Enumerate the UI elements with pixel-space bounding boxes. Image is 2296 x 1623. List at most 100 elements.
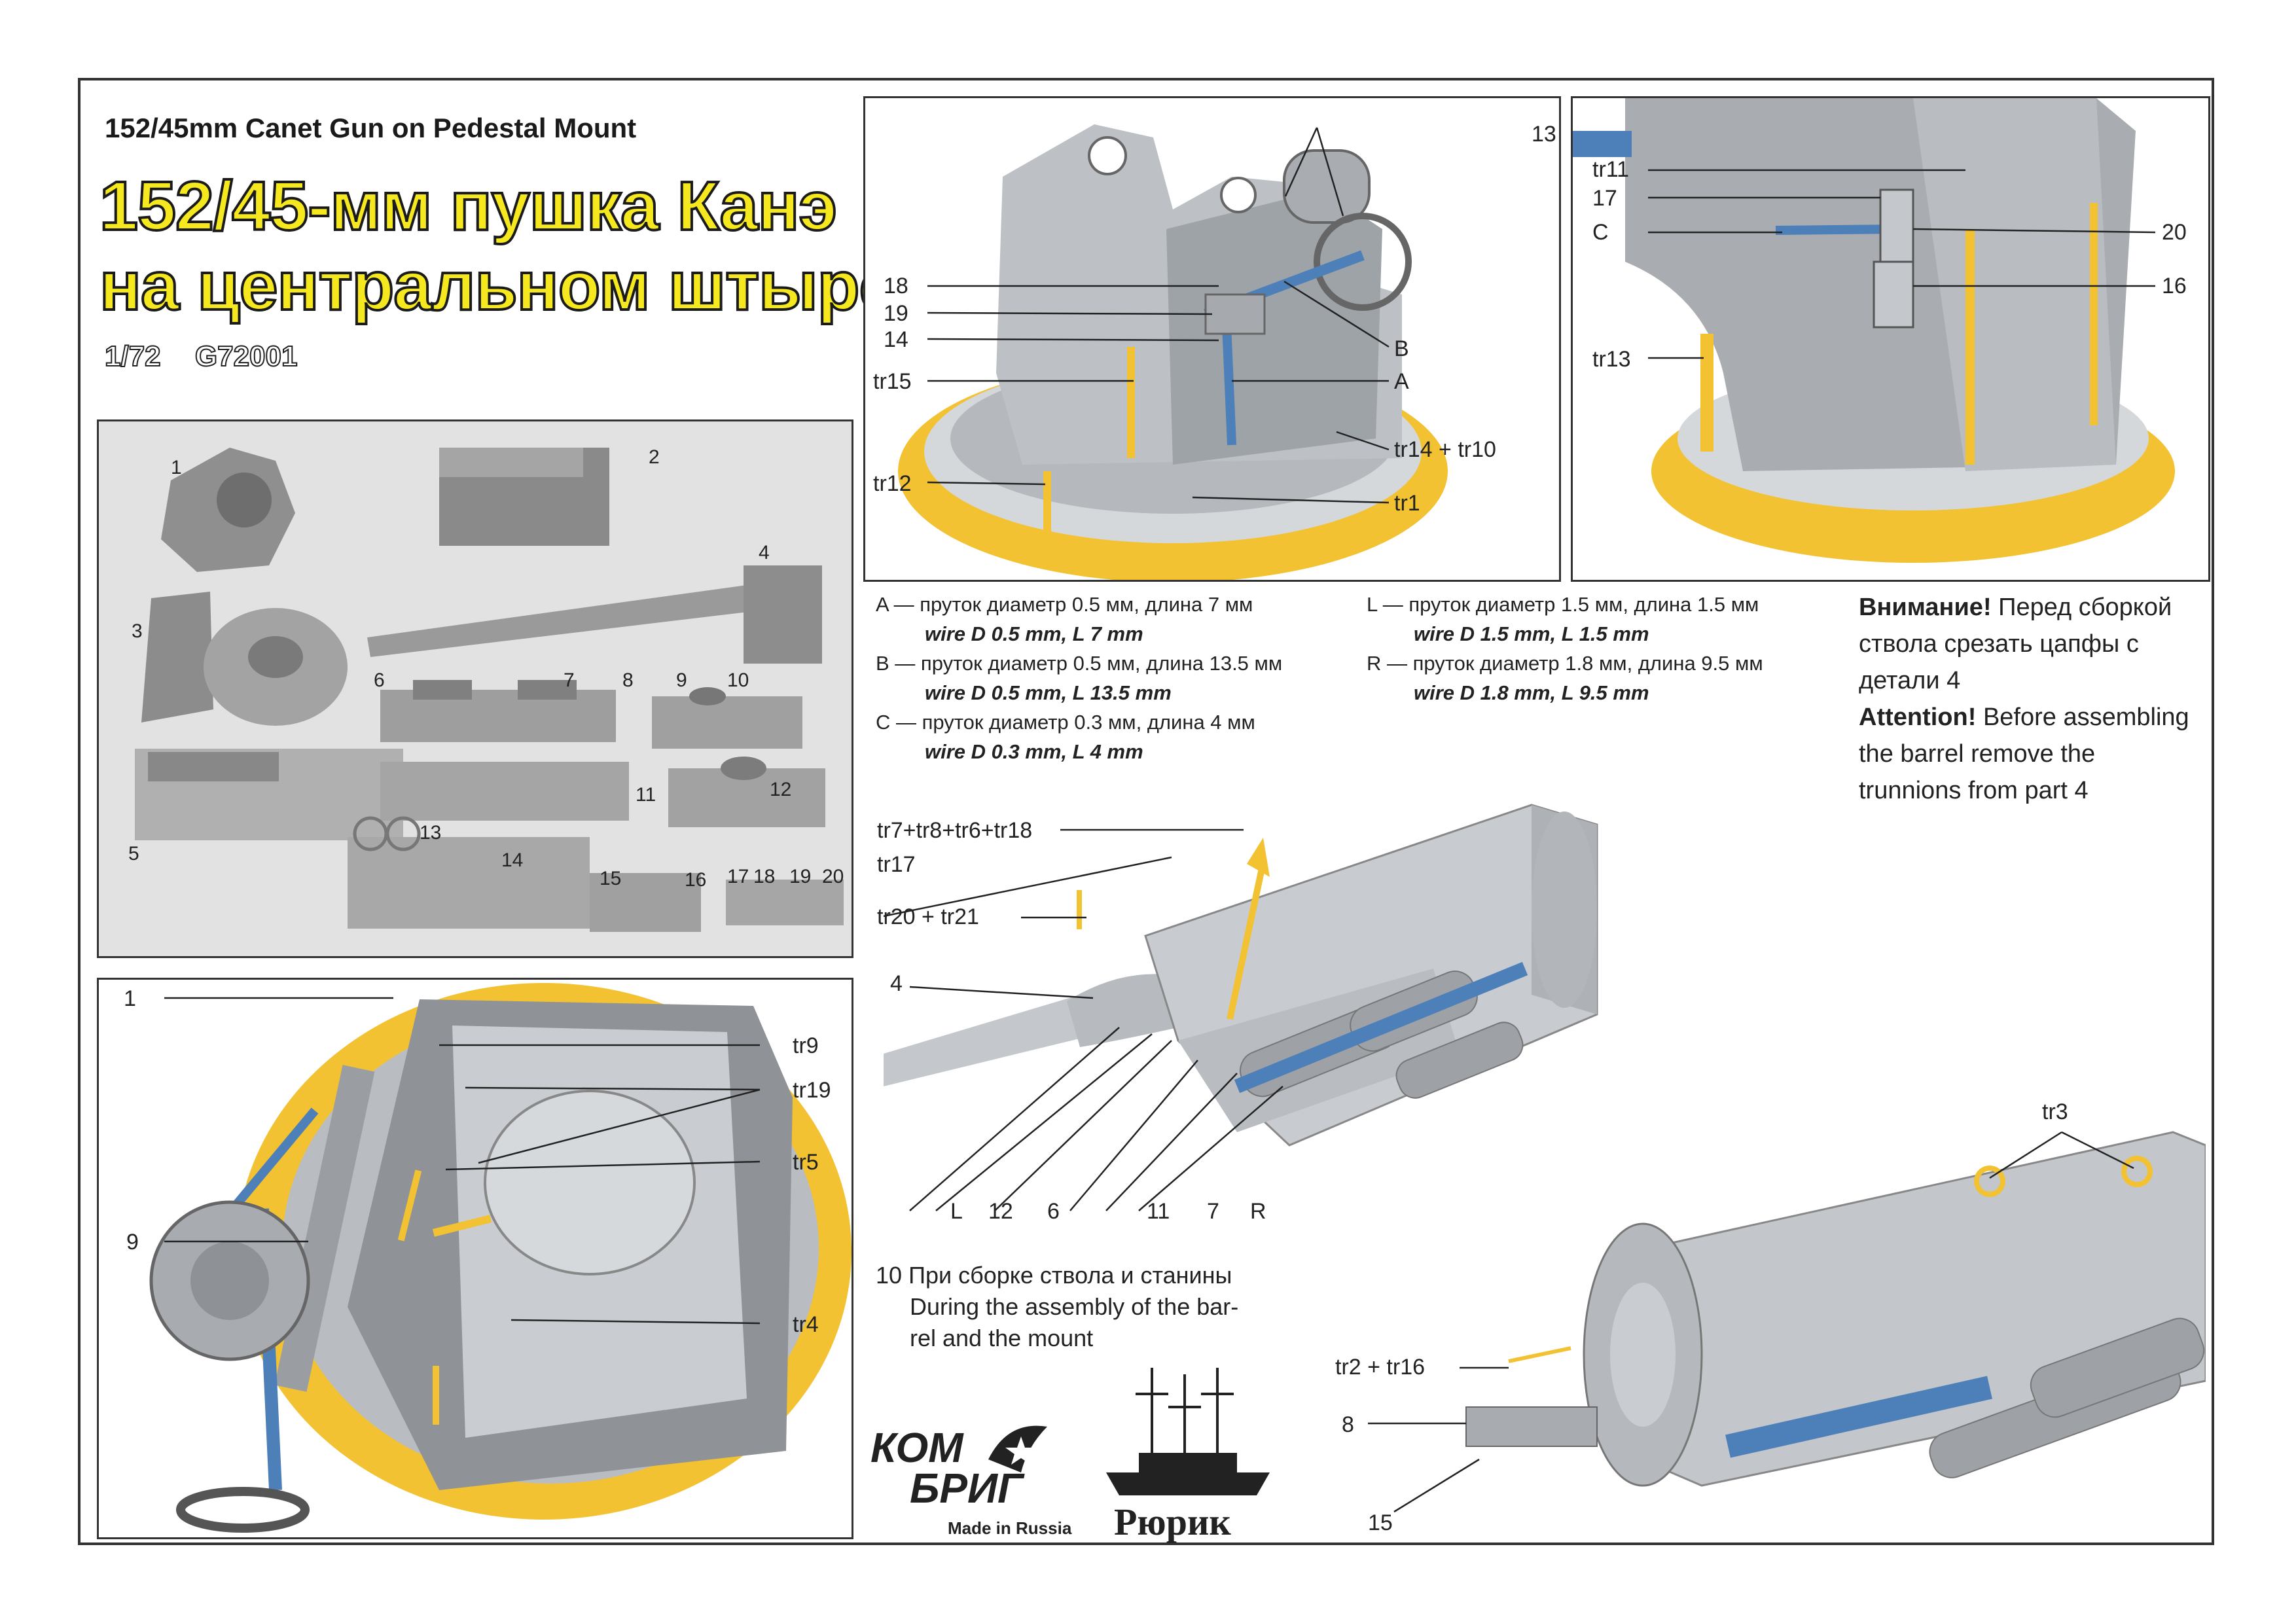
label-6: 6	[1047, 1199, 1060, 1224]
label-tr13: tr13	[1592, 347, 1631, 372]
page-frame	[78, 78, 2214, 1545]
photo-part-3: 3	[132, 620, 143, 642]
barrel-drawing	[883, 804, 1598, 1211]
note-ru-text: Перед сборкой ствола срезать цапфы с дет…	[1859, 594, 2172, 694]
wire-C-en: wire D 0.3 mm, L 4 mm	[925, 740, 1143, 763]
label-tr4: tr4	[793, 1312, 819, 1337]
mount-side-drawing	[1573, 98, 2175, 563]
label-19: 19	[884, 301, 908, 326]
label-tr20-tr21: tr20 + tr21	[877, 904, 979, 929]
label-tr3: tr3	[2042, 1099, 2068, 1124]
star-icon	[988, 1425, 1047, 1472]
mount-bottom-drawing	[149, 983, 852, 1533]
step-en-line1: During the assembly of the bar-	[910, 1293, 1239, 1320]
mount-top-drawing	[898, 124, 1448, 580]
mount-bottom-diagram: 1 9 tr9 tr19 tr5 tr4	[97, 978, 853, 1539]
note-ru-bold: Внимание!	[1859, 594, 1992, 621]
label-12: 12	[988, 1199, 1013, 1224]
label-L: L	[950, 1199, 963, 1224]
note-en-bold: Attention!	[1859, 704, 1977, 731]
photo-part-17: 17	[727, 866, 749, 887]
photo-part-4: 4	[759, 542, 770, 563]
breech-diagram: tr3 tr2 + tr16 8 15	[1335, 1054, 2206, 1538]
photo-part-15: 15	[600, 868, 621, 889]
rurik-logo: Рюрик	[1100, 1361, 1276, 1544]
label-tr1: tr1	[1394, 491, 1420, 516]
label-tr5: tr5	[793, 1150, 819, 1175]
photo-part-10: 10	[727, 669, 749, 691]
label-A: A	[1394, 369, 1409, 394]
label-tr7-tr8-tr6-tr18: tr7+tr8+tr6+tr18	[877, 818, 1033, 843]
label-16: 16	[2162, 274, 2187, 298]
note-en-text: Before assembling the barrel remove the …	[1859, 704, 2189, 804]
step-en-line2: rel and the mount	[910, 1325, 1094, 1351]
label-14: 14	[884, 327, 908, 352]
parts-photo: 1 2 3 4 5 6 7 8 9 10 11 12 13 14 15 16 1…	[97, 419, 853, 958]
label-18: 18	[884, 274, 908, 298]
ship-icon	[1106, 1368, 1270, 1495]
photo-part-5: 5	[128, 843, 139, 865]
photo-part-12: 12	[770, 779, 791, 800]
photo-part-20: 20	[822, 866, 844, 887]
mount-side-diagram: tr11 17 C 20 16 tr13	[1571, 96, 2210, 582]
photo-part-2: 2	[649, 446, 660, 468]
label-tr2-tr16: tr2 + tr16	[1335, 1355, 1426, 1380]
step-number: 10	[876, 1262, 903, 1289]
photo-part-18: 18	[753, 866, 775, 887]
photo-part-1: 1	[171, 457, 182, 478]
label-20: 20	[2162, 220, 2187, 245]
kombrig-logo: КОМ БРИГ Made in Russia	[870, 1420, 1093, 1544]
photo-part-19: 19	[789, 866, 811, 887]
photo-part-16: 16	[685, 869, 706, 891]
barrel-diagram: tr7+tr8+tr6+tr18 tr17 tr20 + tr21 4 L 12…	[870, 779, 1813, 1237]
made-in-russia: Made in Russia	[948, 1518, 1072, 1538]
label-15: 15	[1368, 1510, 1393, 1535]
title-ru-line2: на центральном штыре	[98, 247, 899, 325]
label-tr9: tr9	[793, 1033, 819, 1058]
label-1: 1	[124, 986, 136, 1011]
label-tr14-tr10: tr14 + tr10	[1394, 437, 1496, 462]
label-tr11: tr11	[1592, 157, 1630, 182]
label-tr12: tr12	[873, 471, 912, 496]
logo-line1: КОМ	[870, 1424, 963, 1471]
label-13: 13	[1532, 122, 1556, 147]
label-9: 9	[126, 1230, 139, 1255]
subtitle-en: 152/45mm Canet Gun on Pedestal Mount	[105, 113, 637, 143]
label-C: C	[1592, 220, 1609, 245]
wire-A-en: wire D 0.5 mm, L 7 mm	[925, 622, 1143, 645]
step-ru: При сборке ствола и станины	[908, 1262, 1232, 1289]
ship-name: Рюрик	[1114, 1501, 1231, 1543]
photo-part-6: 6	[374, 669, 385, 691]
wire-L-ru: L — пруток диаметр 1.5 мм, длина 1.5 мм	[1367, 593, 1759, 616]
breech-drawing	[1368, 1131, 2206, 1513]
attention-note: Внимание! Перед сборкой ствола срезать ц…	[1859, 589, 2199, 809]
label-17: 17	[1592, 186, 1617, 211]
label-8: 8	[1342, 1412, 1354, 1437]
mount-top-diagram: 13 18 19 14 B tr15 A tr14 + tr10 tr12 tr…	[863, 96, 1561, 582]
wire-B-ru: B — пруток диаметр 0.5 мм, длина 13.5 мм	[876, 652, 1283, 675]
wire-B-en: wire D 0.5 mm, L 13.5 mm	[925, 681, 1172, 704]
wire-R-ru: R — пруток диаметр 1.8 мм, длина 9.5 мм	[1367, 652, 1763, 675]
photo-part-11: 11	[636, 784, 656, 806]
product-code: G72001	[194, 340, 298, 373]
scale-label: 1/72 G72001	[104, 340, 298, 373]
label-tr19: tr19	[793, 1078, 831, 1103]
wire-A-ru: A — пруток диаметр 0.5 мм, длина 7 мм	[876, 593, 1253, 616]
logo-line2: БРИГ	[910, 1465, 1024, 1512]
photo-part-14: 14	[501, 849, 523, 871]
label-B: B	[1394, 336, 1409, 361]
label-R: R	[1250, 1199, 1266, 1224]
label-7: 7	[1207, 1199, 1219, 1224]
photo-part-9: 9	[676, 669, 687, 691]
wire-R-en: wire D 1.8 mm, L 9.5 mm	[1414, 681, 1649, 704]
step-caption: 10 При сборке ствола и станины During th…	[876, 1260, 1238, 1354]
photo-part-7: 7	[564, 669, 575, 691]
wire-C-ru: C — пруток диаметр 0.3 мм, длина 4 мм	[876, 711, 1255, 734]
parts-photo-drawing: 1 2 3 4 5 6 7 8 9 10 11 12 13 14 15 16 1…	[99, 421, 852, 956]
title-ru-line1: 152/45-мм пушка Канэ	[98, 168, 838, 245]
photo-part-8: 8	[622, 669, 634, 691]
wire-L-en: wire D 1.5 mm, L 1.5 mm	[1414, 622, 1649, 645]
label-4: 4	[890, 971, 903, 996]
label-11: 11	[1147, 1199, 1170, 1224]
photo-part-13: 13	[420, 822, 441, 844]
